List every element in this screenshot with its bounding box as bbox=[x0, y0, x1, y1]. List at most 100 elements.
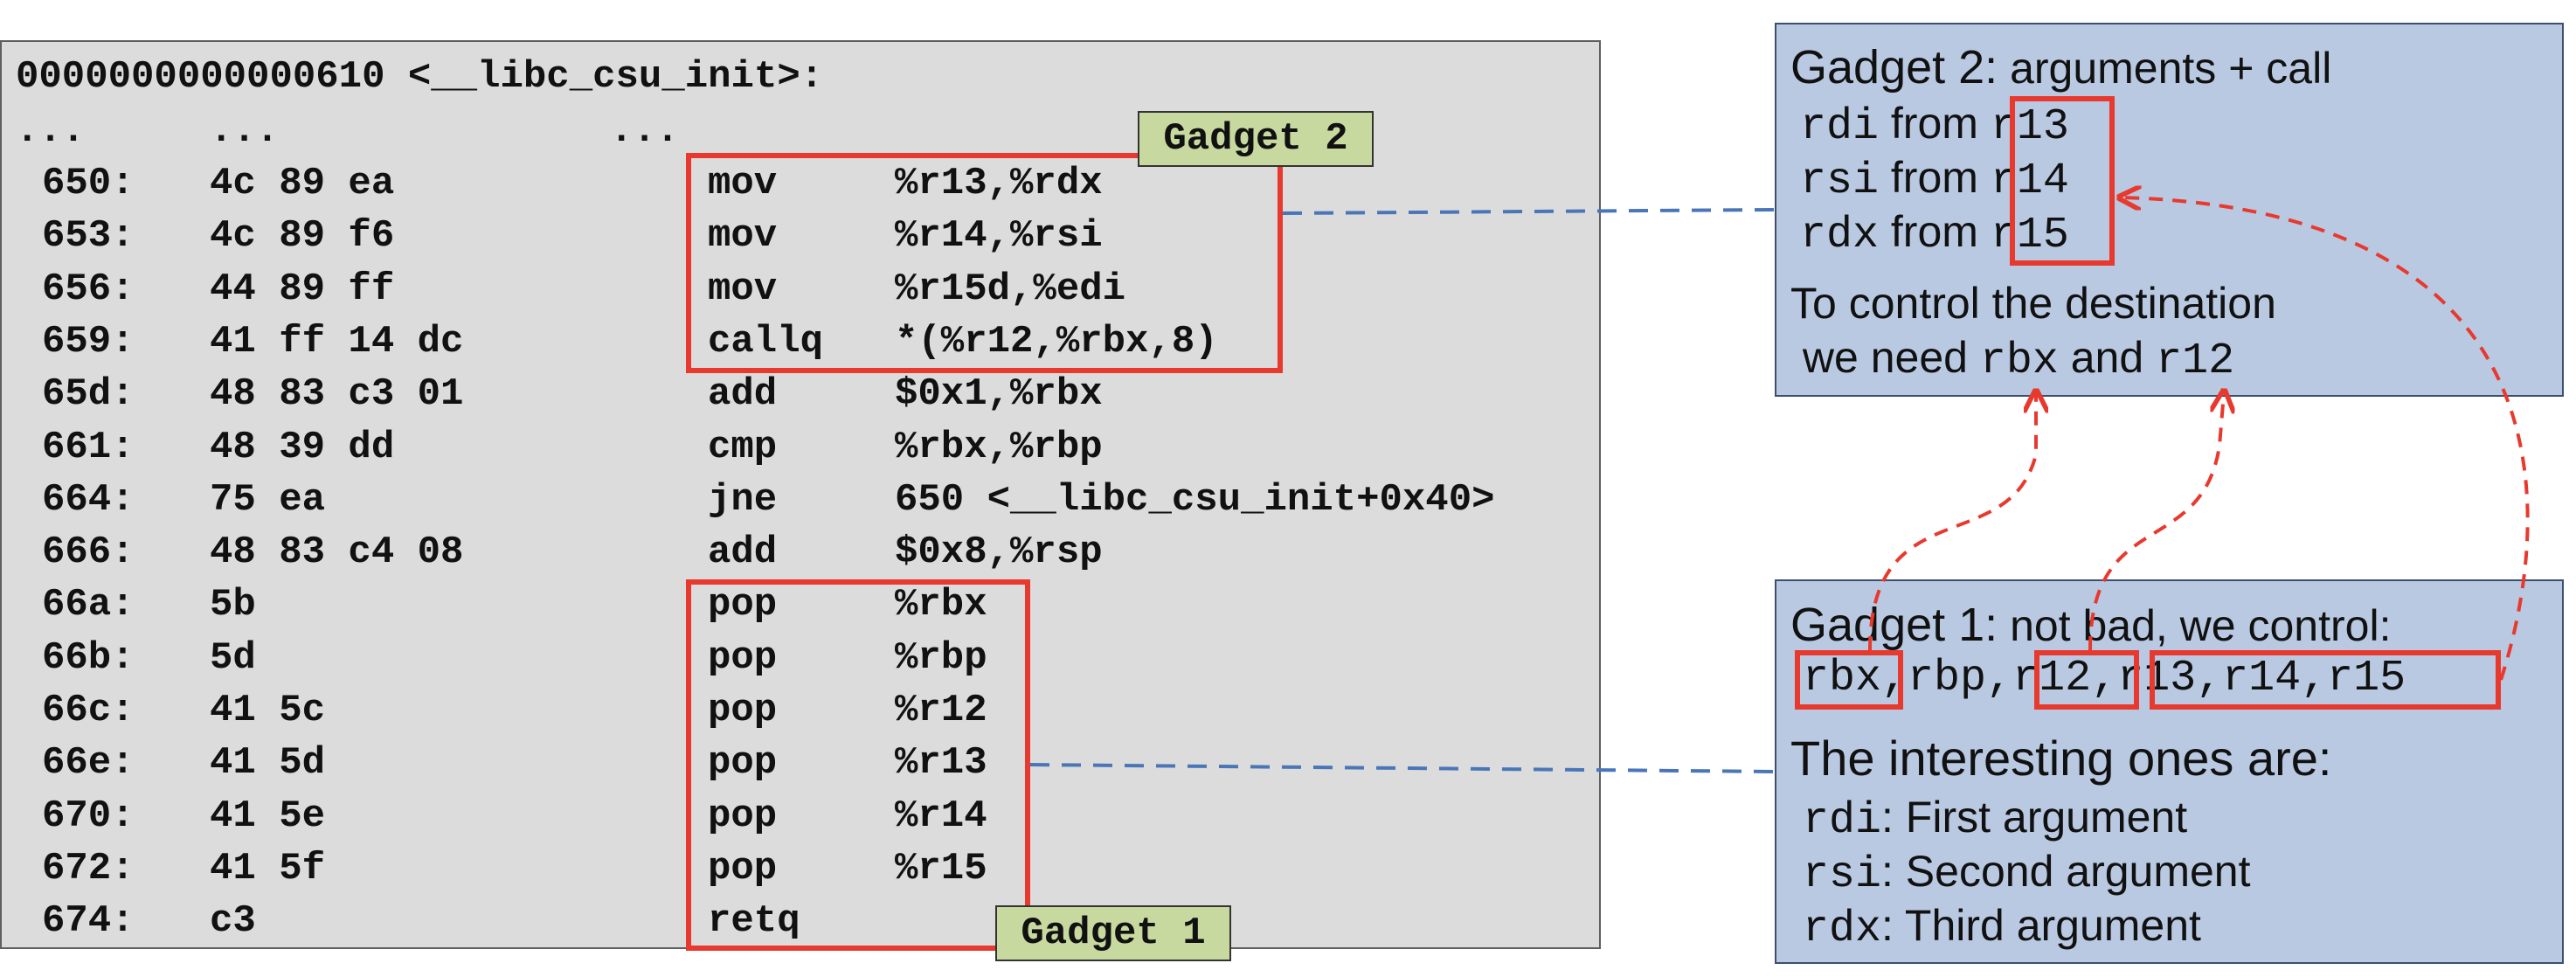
row-address: 656: bbox=[42, 267, 135, 311]
row-opcode: jne bbox=[708, 477, 778, 522]
reg-r12: r12 bbox=[2012, 654, 2092, 703]
assembly-panel bbox=[0, 40, 1601, 949]
note-pre: we need bbox=[1790, 333, 1980, 382]
gadget1-title-rest: not bad, we control: bbox=[1998, 601, 2392, 650]
row-opcode: callq bbox=[708, 319, 824, 364]
row-bytes: 4c 89 f6 bbox=[210, 214, 395, 259]
r13-r15-highlight bbox=[2010, 96, 2115, 266]
row-address: 66c: bbox=[42, 689, 135, 732]
arg-desc: : Second argument bbox=[1881, 847, 2251, 896]
row-bytes: 41 5c bbox=[210, 689, 326, 732]
row-bytes: 41 5f bbox=[210, 846, 326, 890]
row-operands: *(%r12,%rbx,8) bbox=[895, 319, 1218, 364]
row-opcode: pop bbox=[708, 635, 778, 680]
note-reg-r12: r12 bbox=[2156, 336, 2235, 386]
row-address: 66a: bbox=[42, 583, 135, 627]
note-reg-rbx: rbx bbox=[1979, 336, 2059, 386]
row-operands: %r14 bbox=[895, 793, 987, 838]
arg-desc: : First argument bbox=[1881, 793, 2188, 842]
row-operands: %r14,%rsi bbox=[895, 214, 1103, 259]
row-operands: %r13,%rdx bbox=[895, 162, 1103, 205]
r12-arrow bbox=[2088, 393, 2224, 651]
row-operands: %rbp bbox=[895, 635, 987, 680]
gadget1-link-line bbox=[1029, 763, 1776, 773]
row-bytes: 44 89 ff bbox=[210, 267, 395, 311]
row-bytes: 75 ea bbox=[210, 477, 326, 522]
gadget1-highlight bbox=[686, 579, 1030, 951]
row-operands: %r12 bbox=[895, 689, 987, 732]
rbx-highlight bbox=[1795, 650, 1903, 710]
reg-r14: r14 bbox=[1990, 156, 2069, 206]
ellipsis-bytes: ... bbox=[210, 109, 280, 153]
row-address: 653: bbox=[42, 214, 135, 259]
gadget2-note-line1: To control the destination bbox=[1790, 279, 2276, 328]
gadget1-title-bold: Gadget 1: bbox=[1790, 599, 1998, 651]
separator: , bbox=[1881, 654, 1908, 703]
separator: , bbox=[1986, 654, 2013, 703]
ellipsis-addr: ... bbox=[16, 109, 86, 153]
row-opcode: mov bbox=[708, 267, 778, 311]
gadget2-title-bold: Gadget 2: bbox=[1790, 41, 1998, 94]
row-address: 66e: bbox=[42, 741, 135, 786]
row-address: 66b: bbox=[42, 635, 135, 680]
gadget2-title: Gadget 2: arguments + call bbox=[1790, 44, 2331, 91]
row-bytes: 41 5d bbox=[210, 741, 326, 786]
gadget1-tag: Gadget 1 bbox=[995, 905, 1231, 961]
reg-r13-r15: r13,r14,r15 bbox=[2117, 654, 2406, 703]
row-bytes: 48 83 c3 01 bbox=[210, 372, 464, 417]
gadget1-info-box bbox=[1775, 579, 2564, 964]
row-opcode: mov bbox=[708, 162, 778, 205]
gadget2-link-line bbox=[1282, 208, 1776, 215]
row-operands: 650 <__libc_csu_init+0x40> bbox=[895, 477, 1495, 522]
reg-rbp: rbp bbox=[1908, 654, 1987, 703]
r12-highlight bbox=[2034, 650, 2139, 710]
row-bytes: c3 bbox=[210, 899, 256, 944]
row-opcode: pop bbox=[708, 583, 778, 627]
gadget2-line-rdx: rdx from r15 bbox=[1800, 210, 2069, 258]
row-opcode: pop bbox=[708, 793, 778, 838]
r13-r15-arrow bbox=[2122, 197, 2530, 681]
gadget2-title-rest: arguments + call bbox=[1998, 44, 2332, 93]
arg-rsi: rsi: Second argument bbox=[1803, 849, 2251, 897]
row-opcode: add bbox=[708, 372, 778, 417]
arg-desc: : Third argument bbox=[1881, 901, 2201, 950]
row-operands: %rbx bbox=[895, 583, 987, 627]
row-address: 674: bbox=[42, 899, 135, 944]
from-word: from bbox=[1879, 99, 1991, 148]
row-operands: %r15 bbox=[895, 846, 987, 890]
row-operands: %r15d,%edi bbox=[895, 267, 1126, 311]
row-bytes: 5d bbox=[210, 635, 256, 680]
row-bytes: 4c 89 ea bbox=[210, 162, 395, 205]
reg-rdi: rdi bbox=[1800, 102, 1880, 152]
row-opcode: cmp bbox=[708, 425, 778, 469]
gadget2-highlight bbox=[686, 153, 1283, 373]
reg-r13: r13 bbox=[1990, 102, 2069, 152]
row-opcode: pop bbox=[708, 846, 778, 890]
ellipsis-instr: ... bbox=[610, 109, 680, 153]
row-operands: $0x1,%rbx bbox=[895, 372, 1103, 417]
gadget2-note-line2: we need rbx and r12 bbox=[1790, 336, 2234, 384]
separator: , bbox=[2091, 654, 2118, 703]
arg-rdi: rdi: First argument bbox=[1803, 795, 2187, 843]
row-opcode: mov bbox=[708, 214, 778, 259]
row-opcode: pop bbox=[708, 689, 778, 732]
row-bytes: 41 5e bbox=[210, 793, 326, 838]
reg-rbx: rbx bbox=[1803, 654, 1882, 703]
row-operands: %rbx,%rbp bbox=[895, 425, 1103, 469]
row-address: 661: bbox=[42, 425, 135, 469]
gadget1-reg-list: rbx,rbp,r12,r13,r14,r15 bbox=[1803, 657, 2406, 701]
reg-rdx: rdx bbox=[1800, 211, 1880, 260]
row-address: 664: bbox=[42, 477, 135, 522]
arg-rdx: rdx: Third argument bbox=[1803, 904, 2201, 952]
arg-reg: rsi bbox=[1803, 850, 1882, 900]
row-address: 670: bbox=[42, 793, 135, 838]
row-address: 659: bbox=[42, 319, 135, 364]
row-bytes: 41 ff 14 dc bbox=[210, 319, 464, 364]
reg-r15: r15 bbox=[1990, 211, 2069, 260]
arg-reg: rdi bbox=[1803, 796, 1882, 846]
from-word: from bbox=[1879, 153, 1991, 202]
gadget2-line-rdi: rdi from r13 bbox=[1800, 101, 2069, 149]
row-bytes: 5b bbox=[210, 583, 256, 627]
function-header: 0000000000000610 <__libc_csu_init>: bbox=[16, 55, 824, 99]
row-opcode: pop bbox=[708, 741, 778, 786]
